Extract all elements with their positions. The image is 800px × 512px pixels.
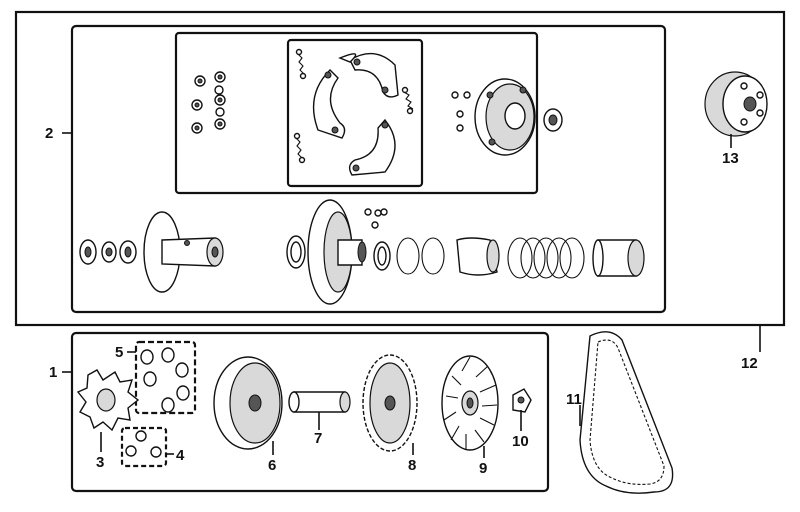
- callout-7: 7: [314, 430, 322, 447]
- callout-6: 6: [268, 457, 276, 474]
- clutch-spring-middle: [401, 86, 414, 115]
- drive-pulley-frame: [70, 331, 550, 493]
- compression-spring: [507, 237, 585, 279]
- slider-set-frame: [120, 426, 168, 468]
- bearing-set: [79, 239, 137, 265]
- seal-rings: [373, 237, 445, 275]
- spring-seat: [456, 237, 500, 276]
- callout-5: 5: [115, 344, 123, 361]
- callout-10: 10: [512, 433, 529, 450]
- clutch-housing: [704, 71, 768, 137]
- slider-pieces: [125, 430, 162, 458]
- callout-13: 13: [722, 150, 739, 167]
- callout-2: 2: [45, 125, 53, 142]
- roller-set-frame: [134, 340, 197, 415]
- callout-11: 11: [566, 391, 582, 408]
- fixed-drive-face: [362, 354, 418, 452]
- clutch-shoe-right: [348, 118, 396, 176]
- callout-3: 3: [96, 454, 104, 471]
- drive-face-nut: [512, 388, 532, 413]
- clutch-nut: [543, 108, 563, 132]
- clutch-spring-bottom: [293, 132, 306, 164]
- callout-4: 4: [176, 447, 185, 464]
- clutch-shoe-upper: [338, 52, 399, 98]
- guide-pins: [364, 208, 388, 229]
- clutch-assembly-frame: [14, 10, 786, 327]
- callout-12: 12: [741, 355, 758, 372]
- callout-9: 9: [479, 460, 487, 477]
- clutch-carrier-plate: [451, 78, 536, 156]
- ramp-plate: [76, 369, 140, 432]
- clutch-shoe-left: [312, 69, 346, 139]
- clutch-shoe-subframe: [174, 31, 539, 195]
- roller-weights: [140, 347, 190, 413]
- clutch-spring-top: [295, 48, 307, 80]
- spring-collar: [592, 239, 645, 277]
- movable-driven-face: [286, 199, 367, 305]
- driven-pulley-subframe: [70, 24, 667, 314]
- callout-1: 1: [49, 364, 57, 381]
- leader-lines: [62, 132, 761, 458]
- callout-8: 8: [408, 457, 416, 474]
- drive-face-bushing: [288, 391, 351, 413]
- nut-washer-set: [191, 71, 226, 134]
- movable-drive-face: [213, 356, 283, 450]
- cooling-fan: [441, 355, 499, 451]
- fixed-driven-face: [143, 211, 224, 293]
- drive-belt: [579, 331, 674, 494]
- clutch-shoe-inner-frame: [286, 38, 424, 188]
